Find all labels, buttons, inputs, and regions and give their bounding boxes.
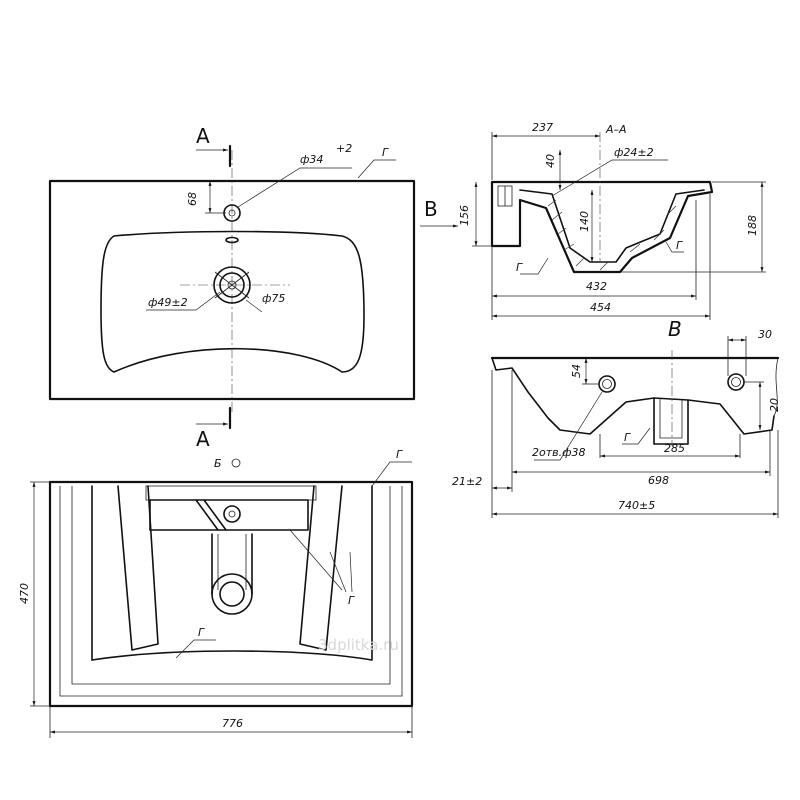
section-marker-g-right: Г (676, 239, 683, 252)
overflow-slot (225, 236, 239, 244)
section-a-label-bottom: A (196, 427, 210, 451)
bottom-drain-outer (211, 573, 253, 615)
rim-20-dim: 20 (768, 398, 781, 412)
section-40-dim: 40 (544, 154, 557, 168)
view-b-hole-right (727, 373, 745, 391)
watermark: 3dplitka.ru (318, 636, 399, 654)
bottom-marker-g-right: Г (348, 594, 355, 607)
holes-note-dim: 2отв.ф38 (532, 446, 586, 459)
top-view: A A B ф34 +2 Г 68 ф49±2 ф75 (48, 124, 458, 451)
drain-dia-dim: ф49±2 (148, 296, 188, 309)
section-a-a: A–A 237 40 ф24±2 156 140 (458, 121, 766, 320)
bottom-drain-inner (219, 581, 245, 607)
view-bottom-title: Б (214, 457, 222, 470)
mounting-bar (149, 499, 309, 531)
bottom-view: Б Г Г Г 470 (18, 448, 414, 738)
view-b-title: B (668, 317, 682, 341)
top-marker-g: Г (382, 146, 389, 159)
span-698-dim: 698 (648, 474, 669, 487)
bottom-view-outline (48, 480, 414, 708)
section-profile-inner (519, 189, 705, 263)
section-237-dim: 237 (532, 121, 553, 134)
height-156-dim: 156 (458, 205, 471, 226)
overflow-dia-dim: ф24±2 (614, 146, 654, 159)
section-marker-g-left: Г (516, 261, 523, 274)
faucet-hole-dim: ф34 (300, 153, 323, 166)
width-776-dim: 776 (222, 717, 243, 730)
span-285-dim: 285 (664, 442, 685, 455)
overall-454-dim: 454 (590, 301, 611, 314)
view-b-marker-g: Г (624, 431, 631, 444)
view-b-profile (491, 357, 775, 435)
edge-21-dim: 21±2 (452, 475, 482, 488)
bowl-432-dim: 432 (586, 280, 607, 293)
section-aa-title: A–A (605, 123, 627, 136)
bottom-faucet-hole (223, 505, 241, 523)
view-b: B 30 54 20 2отв.ф38 Г 285 (452, 317, 781, 518)
bottom-marker-g-top: Г (396, 448, 403, 461)
overall-740-dim: 740±5 (618, 499, 655, 512)
bottom-marker-g-bottom: Г (198, 626, 205, 639)
section-a-label-top: A (196, 124, 210, 148)
hole-54-dim: 54 (570, 364, 583, 378)
height-470-dim: 470 (18, 583, 31, 604)
height-188-dim: 188 (746, 215, 759, 236)
rim-30-dim: 30 (758, 328, 772, 341)
drain-inner (219, 272, 245, 298)
section-profile-outer (490, 180, 714, 274)
view-b-arrow-label: B (424, 197, 438, 221)
drain-center (227, 280, 237, 290)
faucet-hole-tol: +2 (336, 142, 352, 155)
faucet-hole-leader (237, 167, 352, 208)
faucet-hole-center (228, 209, 236, 217)
view-b-hole-left (598, 375, 616, 393)
depth-140-dim: 140 (578, 211, 591, 232)
drain-outer-dim: ф75 (262, 292, 285, 305)
bowl-outline (100, 230, 365, 373)
faucet-offset-dim: 68 (186, 192, 199, 206)
drain-outer (213, 266, 251, 304)
